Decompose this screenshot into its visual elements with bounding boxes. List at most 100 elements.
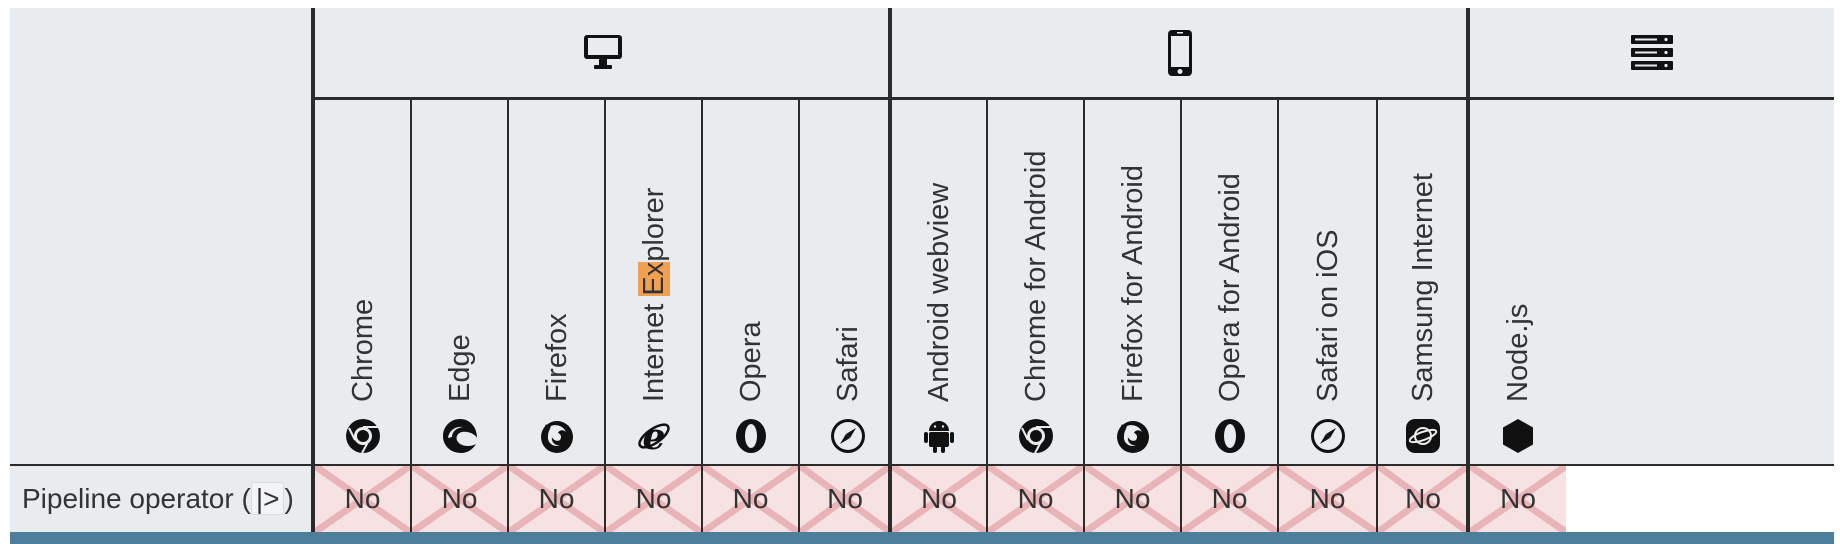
column-divider <box>604 100 606 532</box>
browser-name: Chrome <box>346 298 379 402</box>
mobile-icon <box>1168 30 1192 76</box>
support-value: No <box>1017 483 1054 514</box>
support-cell-nodejs[interactable]: No <box>1470 466 1566 532</box>
no-support-cross <box>1470 466 1566 532</box>
no-support-cross <box>703 466 798 532</box>
column-divider <box>1376 100 1378 532</box>
browser-header-safari[interactable]: Safari <box>800 100 895 464</box>
support-value: No <box>635 483 672 514</box>
no-support-cross <box>988 466 1083 532</box>
platform-divider <box>888 8 892 532</box>
browser-name: Opera <box>734 321 767 402</box>
browser-name: Edge <box>443 334 476 402</box>
browser-header-opera[interactable]: Opera <box>703 100 798 464</box>
browser-compat-table: Chrome Edge Firefox Internet Explorer e … <box>10 8 1834 544</box>
chrome-icon <box>1018 419 1053 454</box>
support-value: No <box>344 483 381 514</box>
feature-name-suffix: ) <box>284 483 294 514</box>
browser-name: Node.js <box>1502 303 1534 402</box>
browser-header-firefox-for-android[interactable]: Firefox for Android <box>1085 100 1180 464</box>
support-cell-opera[interactable]: No <box>703 466 798 532</box>
feature-name-prefix: Pipeline operator ( <box>22 483 251 514</box>
support-cell-chrome-for-android[interactable]: No <box>988 466 1083 532</box>
platform-server <box>1470 8 1834 98</box>
browser-name: Safari on iOS <box>1311 229 1344 402</box>
header-divider <box>311 97 1834 100</box>
browser-name: Chrome for Android <box>1019 150 1052 402</box>
support-cell-internet-explorer[interactable]: No <box>606 466 701 532</box>
browser-name: Internet Explorer <box>637 188 671 402</box>
column-divider <box>1083 100 1085 532</box>
platform-mobile <box>892 8 1468 98</box>
column-divider <box>701 100 703 532</box>
support-cell-samsung-internet[interactable]: No <box>1378 466 1468 532</box>
browser-header-android-webview[interactable]: Android webview <box>892 100 986 464</box>
no-support-cross <box>606 466 701 532</box>
android-icon <box>924 421 954 453</box>
platform-desktop <box>315 8 890 98</box>
column-divider <box>986 100 988 532</box>
svg-text:e: e <box>642 418 665 454</box>
chrome-icon <box>345 419 380 454</box>
support-value: No <box>1211 483 1248 514</box>
no-support-cross <box>509 466 604 532</box>
browser-name: Opera for Android <box>1213 173 1246 402</box>
support-cell-safari-on-ios[interactable]: No <box>1279 466 1376 532</box>
no-support-cross <box>1182 466 1277 532</box>
support-value: No <box>732 483 769 514</box>
platform-divider <box>311 8 315 532</box>
browser-header-safari-on-ios[interactable]: Safari on iOS <box>1279 100 1376 464</box>
support-cell-chrome[interactable]: No <box>315 466 410 532</box>
edge-icon <box>442 419 477 453</box>
column-divider <box>507 100 509 532</box>
feature-name[interactable]: Pipeline operator (|>) <box>22 482 294 515</box>
support-cell-edge[interactable]: No <box>412 466 507 532</box>
internet-explorer-icon: e <box>637 418 670 454</box>
column-divider <box>1277 100 1279 532</box>
no-support-cross <box>1279 466 1376 532</box>
support-cell-firefox[interactable]: No <box>509 466 604 532</box>
browser-name: Samsung Internet <box>1407 173 1439 402</box>
support-cell-opera-for-android[interactable]: No <box>1182 466 1277 532</box>
support-value: No <box>538 483 575 514</box>
browser-header-nodejs[interactable]: Node.js <box>1470 100 1834 464</box>
support-value: No <box>1309 483 1346 514</box>
browser-header-opera-for-android[interactable]: Opera for Android <box>1182 100 1277 464</box>
browser-name-suffix: plorer <box>637 187 670 262</box>
browser-header-samsung-internet[interactable]: Samsung Internet <box>1378 100 1468 464</box>
column-divider <box>1180 100 1182 532</box>
table-bottom-bar <box>10 532 1834 544</box>
safari-icon <box>1310 419 1345 453</box>
safari-icon <box>830 419 865 453</box>
support-value: No <box>1114 483 1151 514</box>
support-value: No <box>921 483 957 514</box>
no-support-cross <box>315 466 410 532</box>
desktop-icon <box>583 35 622 69</box>
browser-header-edge[interactable]: Edge <box>412 100 507 464</box>
no-support-cross <box>800 466 890 532</box>
samsung-internet-icon <box>1406 419 1440 453</box>
feature-operator: |> <box>250 482 285 515</box>
support-value: No <box>441 483 478 514</box>
support-cell-android-webview[interactable]: No <box>892 466 986 532</box>
support-cell-firefox-for-android[interactable]: No <box>1085 466 1180 532</box>
opera-icon <box>1214 419 1245 453</box>
no-support-cross <box>1378 466 1468 532</box>
support-value: No <box>1500 483 1536 514</box>
browser-header-chrome[interactable]: Chrome <box>315 100 410 464</box>
platform-divider <box>1466 8 1470 532</box>
browser-header-internet-explorer[interactable]: Internet Explorer e <box>606 100 701 464</box>
no-support-cross <box>412 466 507 532</box>
browser-header-chrome-for-android[interactable]: Chrome for Android <box>988 100 1083 464</box>
browser-name: Android webview <box>923 182 955 402</box>
browser-name: Firefox for Android <box>1116 165 1149 402</box>
browser-header-firefox[interactable]: Firefox <box>509 100 604 464</box>
no-support-cross <box>892 466 986 532</box>
nodejs-icon <box>1503 419 1533 453</box>
firefox-icon <box>540 421 573 453</box>
support-cell-safari[interactable]: No <box>800 466 890 532</box>
column-divider <box>798 100 800 532</box>
no-support-cross <box>1085 466 1180 532</box>
browser-name: Safari <box>831 326 864 402</box>
column-divider <box>410 100 412 532</box>
